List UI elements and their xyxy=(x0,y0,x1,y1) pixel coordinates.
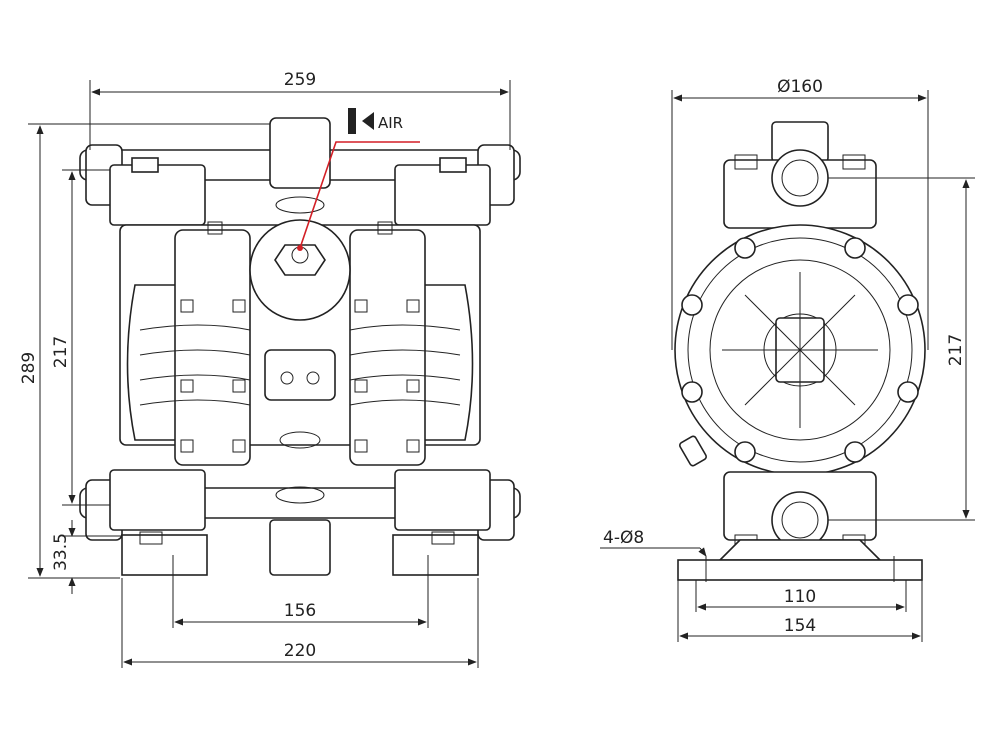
side-view: Ø160 217 4-Ø8 110 154 xyxy=(600,77,975,642)
air-label: AIR xyxy=(378,114,403,132)
dim-base-height: 33.5 xyxy=(51,533,71,571)
dim-overall-height: 289 xyxy=(19,352,39,384)
dim-port-spacing: 217 xyxy=(51,336,71,368)
dim-overall-width: 259 xyxy=(284,70,316,90)
dim-side-port-spacing: 217 xyxy=(946,334,966,366)
dim-chamber-diameter: Ø160 xyxy=(777,77,823,97)
dim-bolt-spacing: 156 xyxy=(284,601,316,621)
air-valve-icon xyxy=(348,108,356,134)
dim-side-base-width: 154 xyxy=(784,616,816,636)
front-view: AIR 259 289 217 33.5 156 220 xyxy=(19,70,521,668)
dim-mount-holes: 4-Ø8 xyxy=(603,528,644,548)
dim-hole-spacing: 110 xyxy=(784,587,816,607)
dim-base-width: 220 xyxy=(284,641,316,661)
